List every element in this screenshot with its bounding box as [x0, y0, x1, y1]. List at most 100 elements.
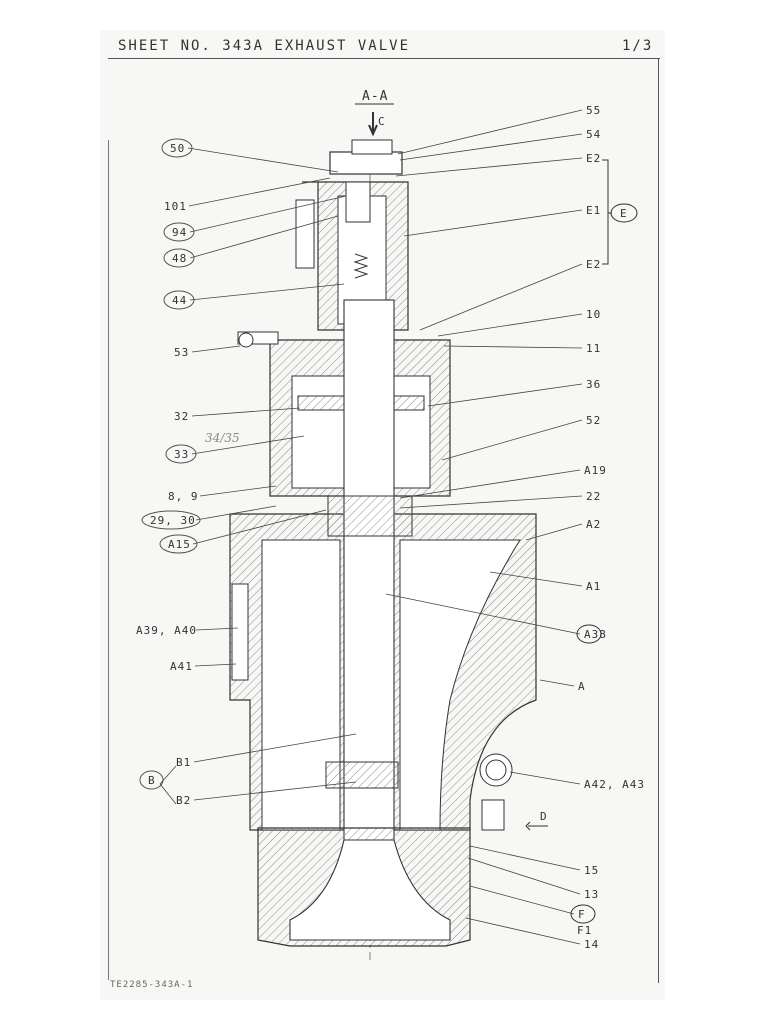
callout-label-right: 54	[586, 128, 601, 141]
frame-left-rule	[108, 140, 109, 980]
callout-label-left: A15	[168, 538, 191, 551]
callout-label-left: 101	[164, 200, 187, 213]
side-flange	[295, 199, 315, 269]
callout-label-right: 22	[586, 490, 601, 503]
valve-disc	[289, 839, 451, 941]
detail-d-label: D	[540, 810, 548, 823]
valve-spindle	[343, 299, 395, 851]
cover-plate-a39	[231, 583, 249, 681]
bracket-b-line	[159, 783, 177, 805]
leader-line-right	[509, 771, 581, 785]
callout-label-right: 52	[586, 414, 601, 427]
handwritten-note: 34/35	[205, 431, 240, 445]
leader-line-right	[395, 157, 583, 177]
leader-line-right	[469, 885, 575, 915]
lever-knob	[238, 332, 254, 348]
callout-label-left: A39, A40	[136, 624, 197, 637]
spindle-guide	[327, 495, 413, 537]
callout-label-right: 11	[586, 342, 601, 355]
leader-line-right	[467, 857, 581, 895]
leader-line-right	[489, 571, 583, 587]
leader-line-right	[437, 313, 583, 337]
leader-line-left	[191, 435, 305, 455]
frame-right-rule	[658, 58, 659, 983]
leader-line-right	[399, 469, 581, 499]
callout-label-left: 29, 30	[150, 514, 196, 527]
callout-label-right: A	[578, 680, 586, 693]
leader-line-right	[399, 495, 583, 509]
callout-circle	[139, 770, 164, 790]
callout-label-right: E1	[586, 204, 601, 217]
callout-label-right: A2	[586, 518, 601, 531]
spring-coil	[353, 253, 369, 279]
callout-label-left: 8, 9	[168, 490, 199, 503]
callout-label-left: A41	[170, 660, 193, 673]
callout-label-left: B2	[176, 794, 191, 807]
callout-circle	[163, 222, 195, 242]
callout-label-right: E2	[586, 258, 601, 271]
leader-line-left	[187, 147, 339, 173]
callout-label-left: 53	[174, 346, 189, 359]
leader-line-right	[539, 679, 575, 687]
callout-label-right: 15	[584, 864, 599, 877]
leader-line-left	[194, 663, 237, 667]
view-arrow-c-label: C	[378, 115, 386, 128]
leader-line-right	[525, 523, 583, 541]
leader-line-left	[193, 733, 357, 763]
callout-label-right: A38	[584, 628, 607, 641]
callout-label-right: A1	[586, 580, 601, 593]
leader-line-right	[441, 419, 583, 461]
top-cap	[351, 139, 393, 155]
leader-line-right	[465, 917, 581, 945]
leader-line-right	[419, 263, 583, 331]
callout-label-left: B1	[176, 756, 191, 769]
leader-line-left	[189, 215, 339, 259]
leader-line-left	[191, 345, 241, 353]
detail-d-arrow	[525, 821, 548, 831]
callout-circle	[163, 248, 195, 268]
leader-line-left	[192, 509, 327, 545]
leader-line-right	[403, 209, 583, 237]
callout-label-right: A42, A43	[584, 778, 645, 791]
header-rule	[108, 58, 660, 59]
label-e-circle	[610, 203, 638, 223]
leader-line-right	[469, 845, 581, 871]
leader-line-left	[191, 407, 301, 417]
sheet-page-number: 1/3	[622, 38, 654, 54]
callout-label-right: F1	[577, 924, 592, 937]
callout-label-right: 14	[584, 938, 599, 951]
leader-line-right	[399, 133, 583, 161]
leader-line-left	[195, 627, 239, 631]
callout-label-right: F	[578, 908, 586, 921]
callout-label-left: 94	[172, 226, 187, 239]
section-title: A-A	[362, 89, 388, 104]
callout-label-left: B	[148, 774, 156, 787]
leader-line-left	[199, 485, 277, 497]
rod-bolt	[345, 181, 371, 223]
sheet-footer: TE2285-343A-1	[110, 980, 194, 990]
leader-line-left	[195, 505, 277, 521]
leader-line-right	[427, 383, 583, 407]
leader-line-left	[193, 781, 357, 801]
leader-line-right	[385, 593, 581, 635]
sheet-title: SHEET NO. 343A EXHAUST VALVE	[118, 38, 411, 54]
leader-line-left	[189, 195, 347, 233]
callout-label-left: 44	[172, 294, 187, 307]
callout-label-left: 33	[174, 448, 189, 461]
callout-label-right: A19	[584, 464, 607, 477]
callout-circle	[161, 138, 193, 158]
callout-label-right: 10	[586, 308, 601, 321]
callout-circle	[159, 534, 198, 554]
callout-label-right: E2	[586, 152, 601, 165]
callout-circle	[163, 290, 195, 310]
callout-label-right: 55	[586, 104, 601, 117]
detail-d-block	[481, 799, 505, 831]
bearing-bore	[485, 759, 507, 781]
label-e: E	[620, 207, 628, 220]
leader-line-left	[189, 283, 345, 301]
bracket-b-line	[159, 765, 177, 785]
callout-label-right: 36	[586, 378, 601, 391]
